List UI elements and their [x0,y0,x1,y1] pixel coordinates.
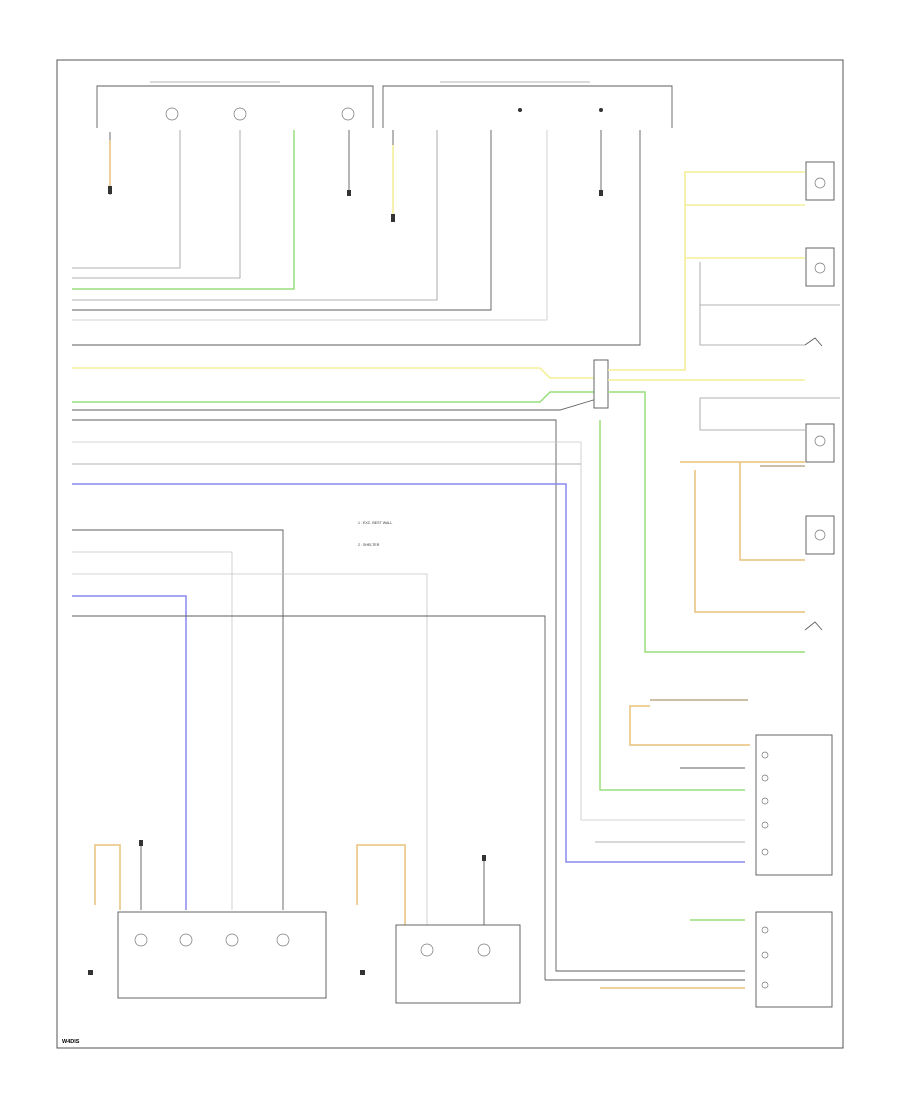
lamp-icon [761,926,769,934]
connector-pin [347,190,351,196]
connector-pin [391,214,395,222]
lamp-icon [761,951,769,959]
connector-pin [108,186,112,194]
rear-courtesy-lamp-module [395,924,521,1004]
junction-connector [593,359,609,409]
lower-left-harness [72,529,546,1004]
ground-icon [518,108,522,112]
diagram-frame [56,59,844,1049]
lamp-icon [134,933,148,947]
lamp-icon [761,774,769,782]
top-connector-header [96,81,673,128]
lamp-icon [814,262,826,274]
lamp-icon [165,107,179,121]
lamp-icon [477,943,491,957]
right-lamp-stack [608,161,840,653]
legend-item-2: 2 : SHELTER [358,543,380,547]
lamp-icon [761,797,769,805]
lamp-icon [179,933,193,947]
legend: 1 : EXC. BEST WALL 2 : SHELTER [358,521,392,547]
lamp-icon [761,848,769,856]
rear-lamp-control-box [755,911,833,1008]
front-courtesy-lamp-module [117,911,327,999]
lamp-icon [276,933,290,947]
ground-icon [360,970,365,975]
lower-right-connectors [544,420,833,1008]
courtesy-lamp-control-box [755,734,833,876]
connector-pin [482,855,486,861]
lamp-icon [814,529,826,541]
lamp-icon [761,751,769,759]
lamp-icon [233,107,247,121]
ground-icon [88,970,93,975]
lamp-icon [420,943,434,957]
lamp-icon [761,821,769,829]
door-switch-icon [804,337,823,347]
connector-pin [599,190,603,196]
lamp-icon [814,435,826,447]
lamp-icon [814,177,826,189]
door-switch-icon [804,621,823,631]
top-wire-drops [72,130,641,346]
lamp-icon [225,933,239,947]
lamp-icon [761,981,769,989]
left-harness-bus [72,367,745,972]
lamp-icon [341,107,355,121]
ground-icon [599,108,603,112]
page-code: W4DIS [62,1039,80,1045]
connector-pin [139,840,143,846]
lamp-box [805,423,835,463]
legend-item-1: 1 : EXC. BEST WALL [358,521,392,525]
